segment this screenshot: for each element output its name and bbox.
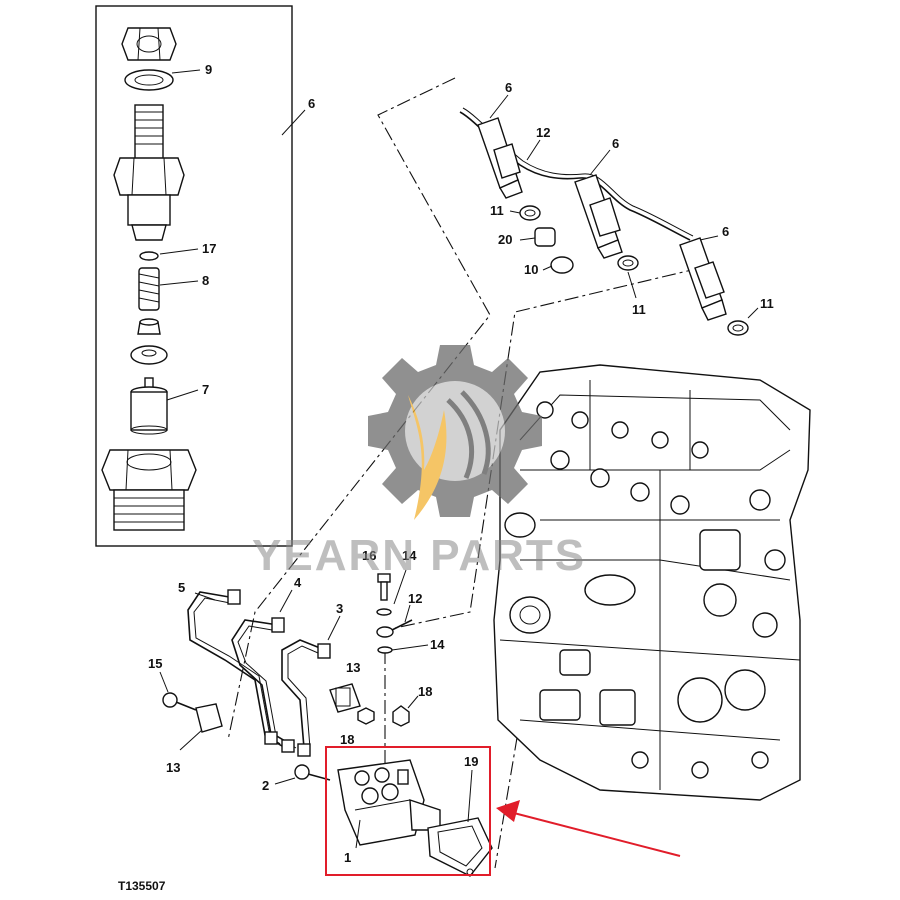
nut-18-right xyxy=(392,705,410,727)
ring-11b xyxy=(617,255,639,271)
clamp-13-left xyxy=(195,703,223,733)
bolt-16 xyxy=(377,573,391,601)
injection-pump-1 xyxy=(337,759,441,846)
washer-17 xyxy=(139,251,159,261)
ring-20 xyxy=(534,227,556,247)
ring-11c xyxy=(727,320,749,336)
label-inj-6c: 6 xyxy=(722,224,729,239)
label-pump-1: 1 xyxy=(344,850,351,865)
watermark-text: YEARN PARTS xyxy=(252,531,586,580)
watermark-logo xyxy=(368,345,542,520)
label-washer-14b: 14 xyxy=(430,637,445,652)
logo-gear-icon xyxy=(368,345,542,517)
label-bolt-2: 2 xyxy=(262,778,269,793)
label-inset-6: 6 xyxy=(308,96,315,111)
washer-9 xyxy=(124,69,174,91)
engine-block xyxy=(493,364,811,801)
small-leaders xyxy=(391,569,429,651)
nozzle-holder-body xyxy=(113,104,185,241)
injection-pipes xyxy=(187,589,331,757)
inset-leaders xyxy=(159,69,306,401)
label-pipe-5: 5 xyxy=(178,580,185,595)
label-9: 9 xyxy=(205,62,212,77)
pipe-5-fitting xyxy=(227,589,241,605)
label-bolt-16: 16 xyxy=(362,548,376,563)
gasket-19 xyxy=(427,817,493,877)
injector-upper-b xyxy=(574,174,623,259)
label-ring-20: 20 xyxy=(498,232,512,247)
label-ring-11a: 11 xyxy=(490,203,504,218)
label-17: 17 xyxy=(202,241,216,256)
label-pipe-3: 3 xyxy=(336,601,343,616)
label-7: 7 xyxy=(202,382,209,397)
ring-10 xyxy=(550,256,574,274)
bolt-2 xyxy=(294,764,331,781)
nozzle-inset-frame xyxy=(95,5,293,547)
pipe-3-fitting xyxy=(317,643,331,659)
ring-11a xyxy=(519,205,541,221)
upper-leaders xyxy=(489,94,759,319)
nozzle-7 xyxy=(130,377,168,435)
pipe-4-fitting xyxy=(271,617,285,633)
label-washer-14a: 14 xyxy=(402,548,417,563)
label-nut-18a: 18 xyxy=(340,732,354,747)
label-ring-11b: 11 xyxy=(632,302,646,317)
label-8: 8 xyxy=(202,273,209,288)
label-inj-6b: 6 xyxy=(612,136,619,151)
distance-piece xyxy=(130,345,168,365)
injector-upper-c xyxy=(679,237,727,321)
highlight-arrow-shaft xyxy=(509,811,681,857)
label-nut-18b: 18 xyxy=(418,684,432,699)
injector-upper-a xyxy=(477,117,523,199)
nozzle-nut-top xyxy=(121,27,177,61)
figure-code: T135507 xyxy=(118,879,166,893)
clamp-13-right xyxy=(329,683,361,713)
highlight-arrow-head xyxy=(496,800,520,822)
nut-18-left xyxy=(357,707,375,725)
label-inj-6a: 6 xyxy=(505,80,512,95)
spring-seat xyxy=(137,318,161,335)
bolt-15 xyxy=(162,692,197,711)
label-pipe-4: 4 xyxy=(294,575,302,590)
banjo-fitting-12 xyxy=(376,619,413,638)
washer-14-upper xyxy=(376,608,392,616)
label-gasket-19: 19 xyxy=(464,754,478,769)
label-ring-10: 10 xyxy=(524,262,538,277)
label-fitting-12: 12 xyxy=(408,591,422,606)
pipe-leaders xyxy=(194,589,341,641)
label-ring-11c: 11 xyxy=(760,296,774,311)
label-line-12-top: 12 xyxy=(536,125,550,140)
washer-14-lower xyxy=(377,646,393,654)
spring-8 xyxy=(138,267,160,311)
highlight-box xyxy=(325,746,491,876)
logo-flame-icon xyxy=(408,395,447,520)
label-bolt-15: 15 xyxy=(148,656,162,671)
label-clamp-13b: 13 xyxy=(346,660,360,675)
retaining-nut xyxy=(101,449,197,531)
label-clamp-13a: 13 xyxy=(166,760,180,775)
seal-rings xyxy=(519,205,749,336)
